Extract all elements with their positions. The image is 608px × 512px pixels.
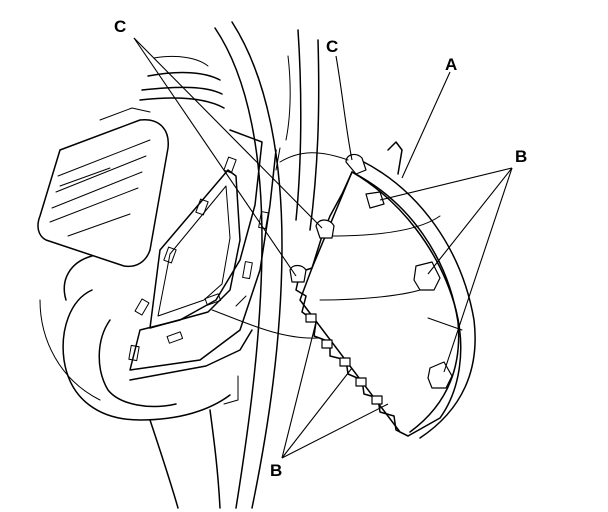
leader-c-top: [335, 55, 353, 161]
pillar-trim: [128, 129, 277, 405]
callout-label-c-left: C: [114, 17, 126, 36]
clip-b-middle: [413, 261, 441, 291]
leader-a: [401, 71, 451, 179]
leader-b-bottom-3: [281, 403, 389, 459]
leader-c-left-1: [133, 37, 323, 229]
leader-b-bottom-2: [281, 367, 353, 459]
clip-c-top: [345, 153, 367, 175]
clip-c-lower: [289, 264, 307, 283]
air-vent: [37, 107, 169, 268]
leader-b-right-1: [379, 167, 513, 201]
leader-c-left-2: [133, 37, 297, 277]
clip-b-lower: [427, 361, 453, 389]
leader-b-right-2: [427, 167, 513, 275]
clip-to-slot-guides: [211, 147, 349, 339]
callout-label-c-top: C: [326, 37, 338, 56]
callout-leaders: [133, 37, 513, 459]
leader-b-bottom-1: [281, 321, 317, 459]
clip-c-middle: [315, 219, 335, 239]
leader-b-right-3: [443, 167, 513, 373]
vehicle-body-outline: [39, 21, 320, 509]
clip-b-upper: [365, 191, 385, 209]
trim-panel-a: [295, 141, 476, 439]
callout-label-a: A: [445, 55, 457, 74]
callout-label-b-right: B: [515, 147, 527, 166]
callout-label-b-bottom: B: [270, 461, 282, 480]
panel-clips: [289, 153, 453, 405]
